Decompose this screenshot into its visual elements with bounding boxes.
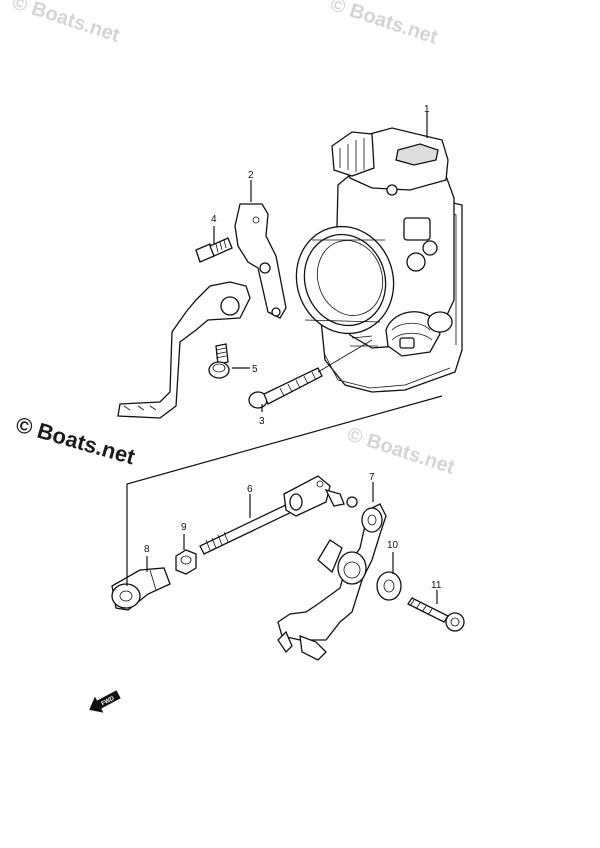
callout-1: 1 bbox=[424, 104, 430, 115]
bolt-11 bbox=[407, 597, 465, 632]
callout-3: 3 bbox=[259, 416, 265, 427]
callout-7: 7 bbox=[369, 472, 375, 483]
nut-9 bbox=[175, 549, 197, 575]
rod-6 bbox=[199, 475, 358, 555]
callout-2: 2 bbox=[248, 170, 254, 181]
callout-8: 8 bbox=[144, 544, 150, 555]
bolt-4 bbox=[195, 237, 233, 263]
bracket bbox=[117, 203, 287, 419]
callout-9: 9 bbox=[181, 522, 187, 533]
washer-10 bbox=[376, 571, 402, 601]
callout-5: 5 bbox=[252, 364, 258, 375]
bolt-3 bbox=[248, 367, 323, 409]
forward-arrow-icon: FWD bbox=[89, 690, 121, 713]
joint-8 bbox=[111, 567, 171, 611]
bolt-5 bbox=[208, 343, 230, 379]
throttle-body bbox=[295, 127, 463, 393]
callout-11: 11 bbox=[431, 580, 442, 591]
lever-7 bbox=[277, 503, 387, 661]
leader-lines bbox=[126, 112, 443, 604]
callout-labels: 1 2 4 5 3 6 7 9 8 10 11 bbox=[144, 104, 442, 591]
callout-4: 4 bbox=[211, 214, 217, 225]
callout-6: 6 bbox=[247, 484, 253, 495]
callout-10: 10 bbox=[387, 540, 399, 551]
